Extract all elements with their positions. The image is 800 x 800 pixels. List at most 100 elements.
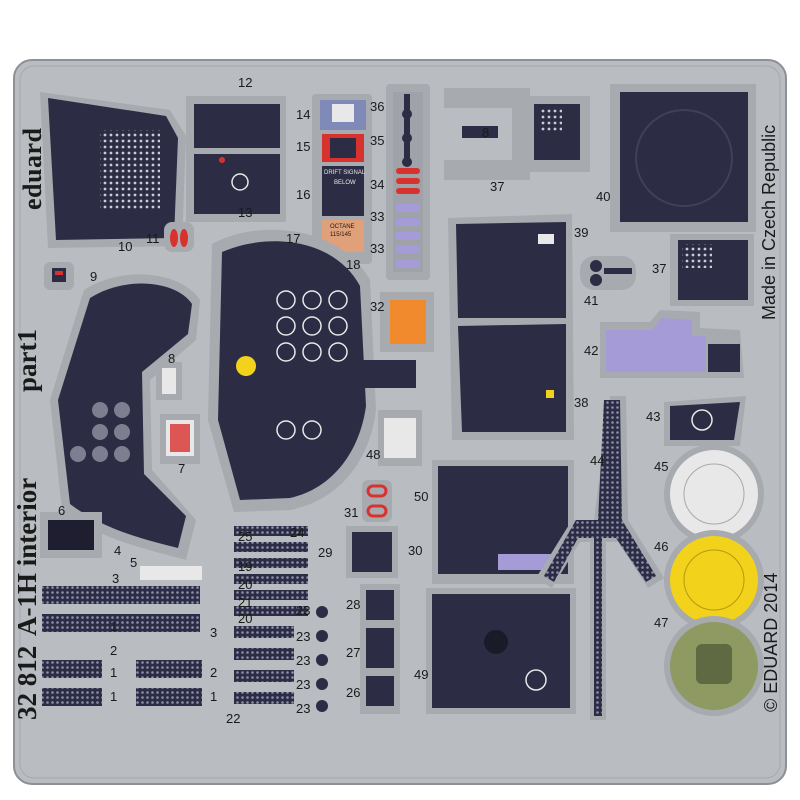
part-label-12: 12 xyxy=(238,75,253,90)
part-label-22: 22 xyxy=(226,711,241,726)
part-label-20: 20 xyxy=(238,577,253,592)
made-in-label: Made in Czech Republic xyxy=(759,124,779,320)
placard-octane-value: 115/145 xyxy=(330,232,352,238)
part-label-28: 28 xyxy=(346,597,361,612)
part-31 xyxy=(362,480,392,522)
part-9 xyxy=(44,262,74,290)
part-label-2: 2 xyxy=(210,665,218,680)
part-label-27: 27 xyxy=(346,645,361,660)
part-label-33: 33 xyxy=(370,241,385,256)
part-44-harness xyxy=(536,396,664,720)
part-7 xyxy=(160,414,200,464)
part-label-41: 41 xyxy=(584,293,599,308)
part-label-43: 43 xyxy=(646,409,661,424)
part-43 xyxy=(664,396,746,446)
part-label-39: 39 xyxy=(574,225,589,240)
part-label-13: 13 xyxy=(238,205,253,220)
part-label-19: 19 xyxy=(238,559,253,574)
part-label-11: 11 xyxy=(146,231,160,246)
part-label-32: 32 xyxy=(370,299,385,314)
part-label-34: 34 xyxy=(370,177,385,192)
part-label-16: 16 xyxy=(296,187,311,202)
part-label-31: 31 xyxy=(344,505,359,520)
part-label-21: 21 xyxy=(238,595,253,610)
part-4-5-plates xyxy=(40,512,202,580)
part-label-1: 1 xyxy=(110,619,118,634)
part-label-40: 40 xyxy=(596,189,611,204)
part-label-23: 23 xyxy=(296,603,311,618)
part-50-panel xyxy=(432,460,574,584)
part-19-25-strips xyxy=(234,526,308,704)
part-label-36: 36 xyxy=(370,99,385,114)
part-label-48: 48 xyxy=(366,447,381,462)
part-label-14: 14 xyxy=(296,107,311,122)
part-label-9: 9 xyxy=(90,269,98,284)
product-name: A-1H interior xyxy=(12,477,42,636)
part-label-1: 1 xyxy=(110,665,118,680)
part-label-8: 8 xyxy=(482,125,490,140)
part-23-levers xyxy=(316,606,328,712)
part-49-panel xyxy=(426,588,576,714)
placard-octane: OCTANE xyxy=(330,224,355,230)
product-part: part1 xyxy=(12,329,42,392)
part-label-46: 46 xyxy=(654,539,669,554)
part-label-1: 1 xyxy=(210,689,218,704)
part-label-7: 7 xyxy=(178,461,186,476)
part-46-disc xyxy=(664,530,764,630)
part-14-18-placards xyxy=(312,94,372,264)
placard-drift-signal: DRIFT SIGNAL xyxy=(324,170,366,176)
part-label-42: 42 xyxy=(584,343,599,358)
part-label-23: 23 xyxy=(296,653,311,668)
part-label-18: 18 xyxy=(346,257,361,272)
part-label-49: 49 xyxy=(414,667,429,682)
part-label-23: 23 xyxy=(296,629,311,644)
part-1-2-3-strips xyxy=(42,586,202,706)
part-label-38: 38 xyxy=(574,395,589,410)
product-code: 32 812 xyxy=(12,645,42,720)
part-label-26: 26 xyxy=(346,685,361,700)
part-label-33: 33 xyxy=(370,209,385,224)
part-label-20: 20 xyxy=(238,611,253,626)
part-17-instrument-panel xyxy=(208,229,416,513)
part-10-panel xyxy=(40,92,186,248)
part-41 xyxy=(580,256,636,290)
part-48 xyxy=(378,410,422,466)
part-12-13-panels xyxy=(186,96,286,222)
part-label-37: 37 xyxy=(652,261,667,276)
brand-logo-text: eduard xyxy=(18,127,47,210)
part-label-5: 5 xyxy=(130,555,138,570)
part-8-37-bracket xyxy=(444,88,590,180)
part-label-10: 10 xyxy=(118,239,133,254)
part-label-23: 23 xyxy=(296,677,311,692)
part-label-25: 25 xyxy=(238,529,253,544)
part-label-3: 3 xyxy=(112,571,120,586)
part-6-console xyxy=(50,274,200,560)
part-label-50: 50 xyxy=(414,489,429,504)
copyright-label: © EDUARD 2014 xyxy=(761,572,781,712)
part-label-24: 24 xyxy=(290,525,305,540)
part-label-8: 8 xyxy=(168,351,176,366)
part-label-37: 37 xyxy=(490,179,505,194)
part-45-disc xyxy=(664,444,764,544)
part-11-levers xyxy=(164,222,194,252)
part-label-15: 15 xyxy=(296,139,311,154)
part-8-small xyxy=(156,362,182,400)
part-label-6: 6 xyxy=(58,503,66,518)
part-label-44: 44 xyxy=(590,453,605,468)
part-label-23: 23 xyxy=(296,701,311,716)
part-label-17: 17 xyxy=(286,231,301,246)
part-47-disc xyxy=(664,616,764,716)
part-label-2: 2 xyxy=(110,643,118,658)
part-label-4: 4 xyxy=(114,543,122,558)
part-label-30: 30 xyxy=(408,543,423,558)
part-32 xyxy=(380,292,434,352)
part-38-39-panels xyxy=(448,214,574,440)
part-26-28 xyxy=(360,584,400,714)
part-37-placard xyxy=(670,234,754,306)
part-label-1: 1 xyxy=(110,689,118,704)
part-label-45: 45 xyxy=(654,459,669,474)
part-33-36-levers xyxy=(386,84,430,280)
part-label-29: 29 xyxy=(318,545,333,560)
placard-below: BELOW xyxy=(334,180,356,186)
